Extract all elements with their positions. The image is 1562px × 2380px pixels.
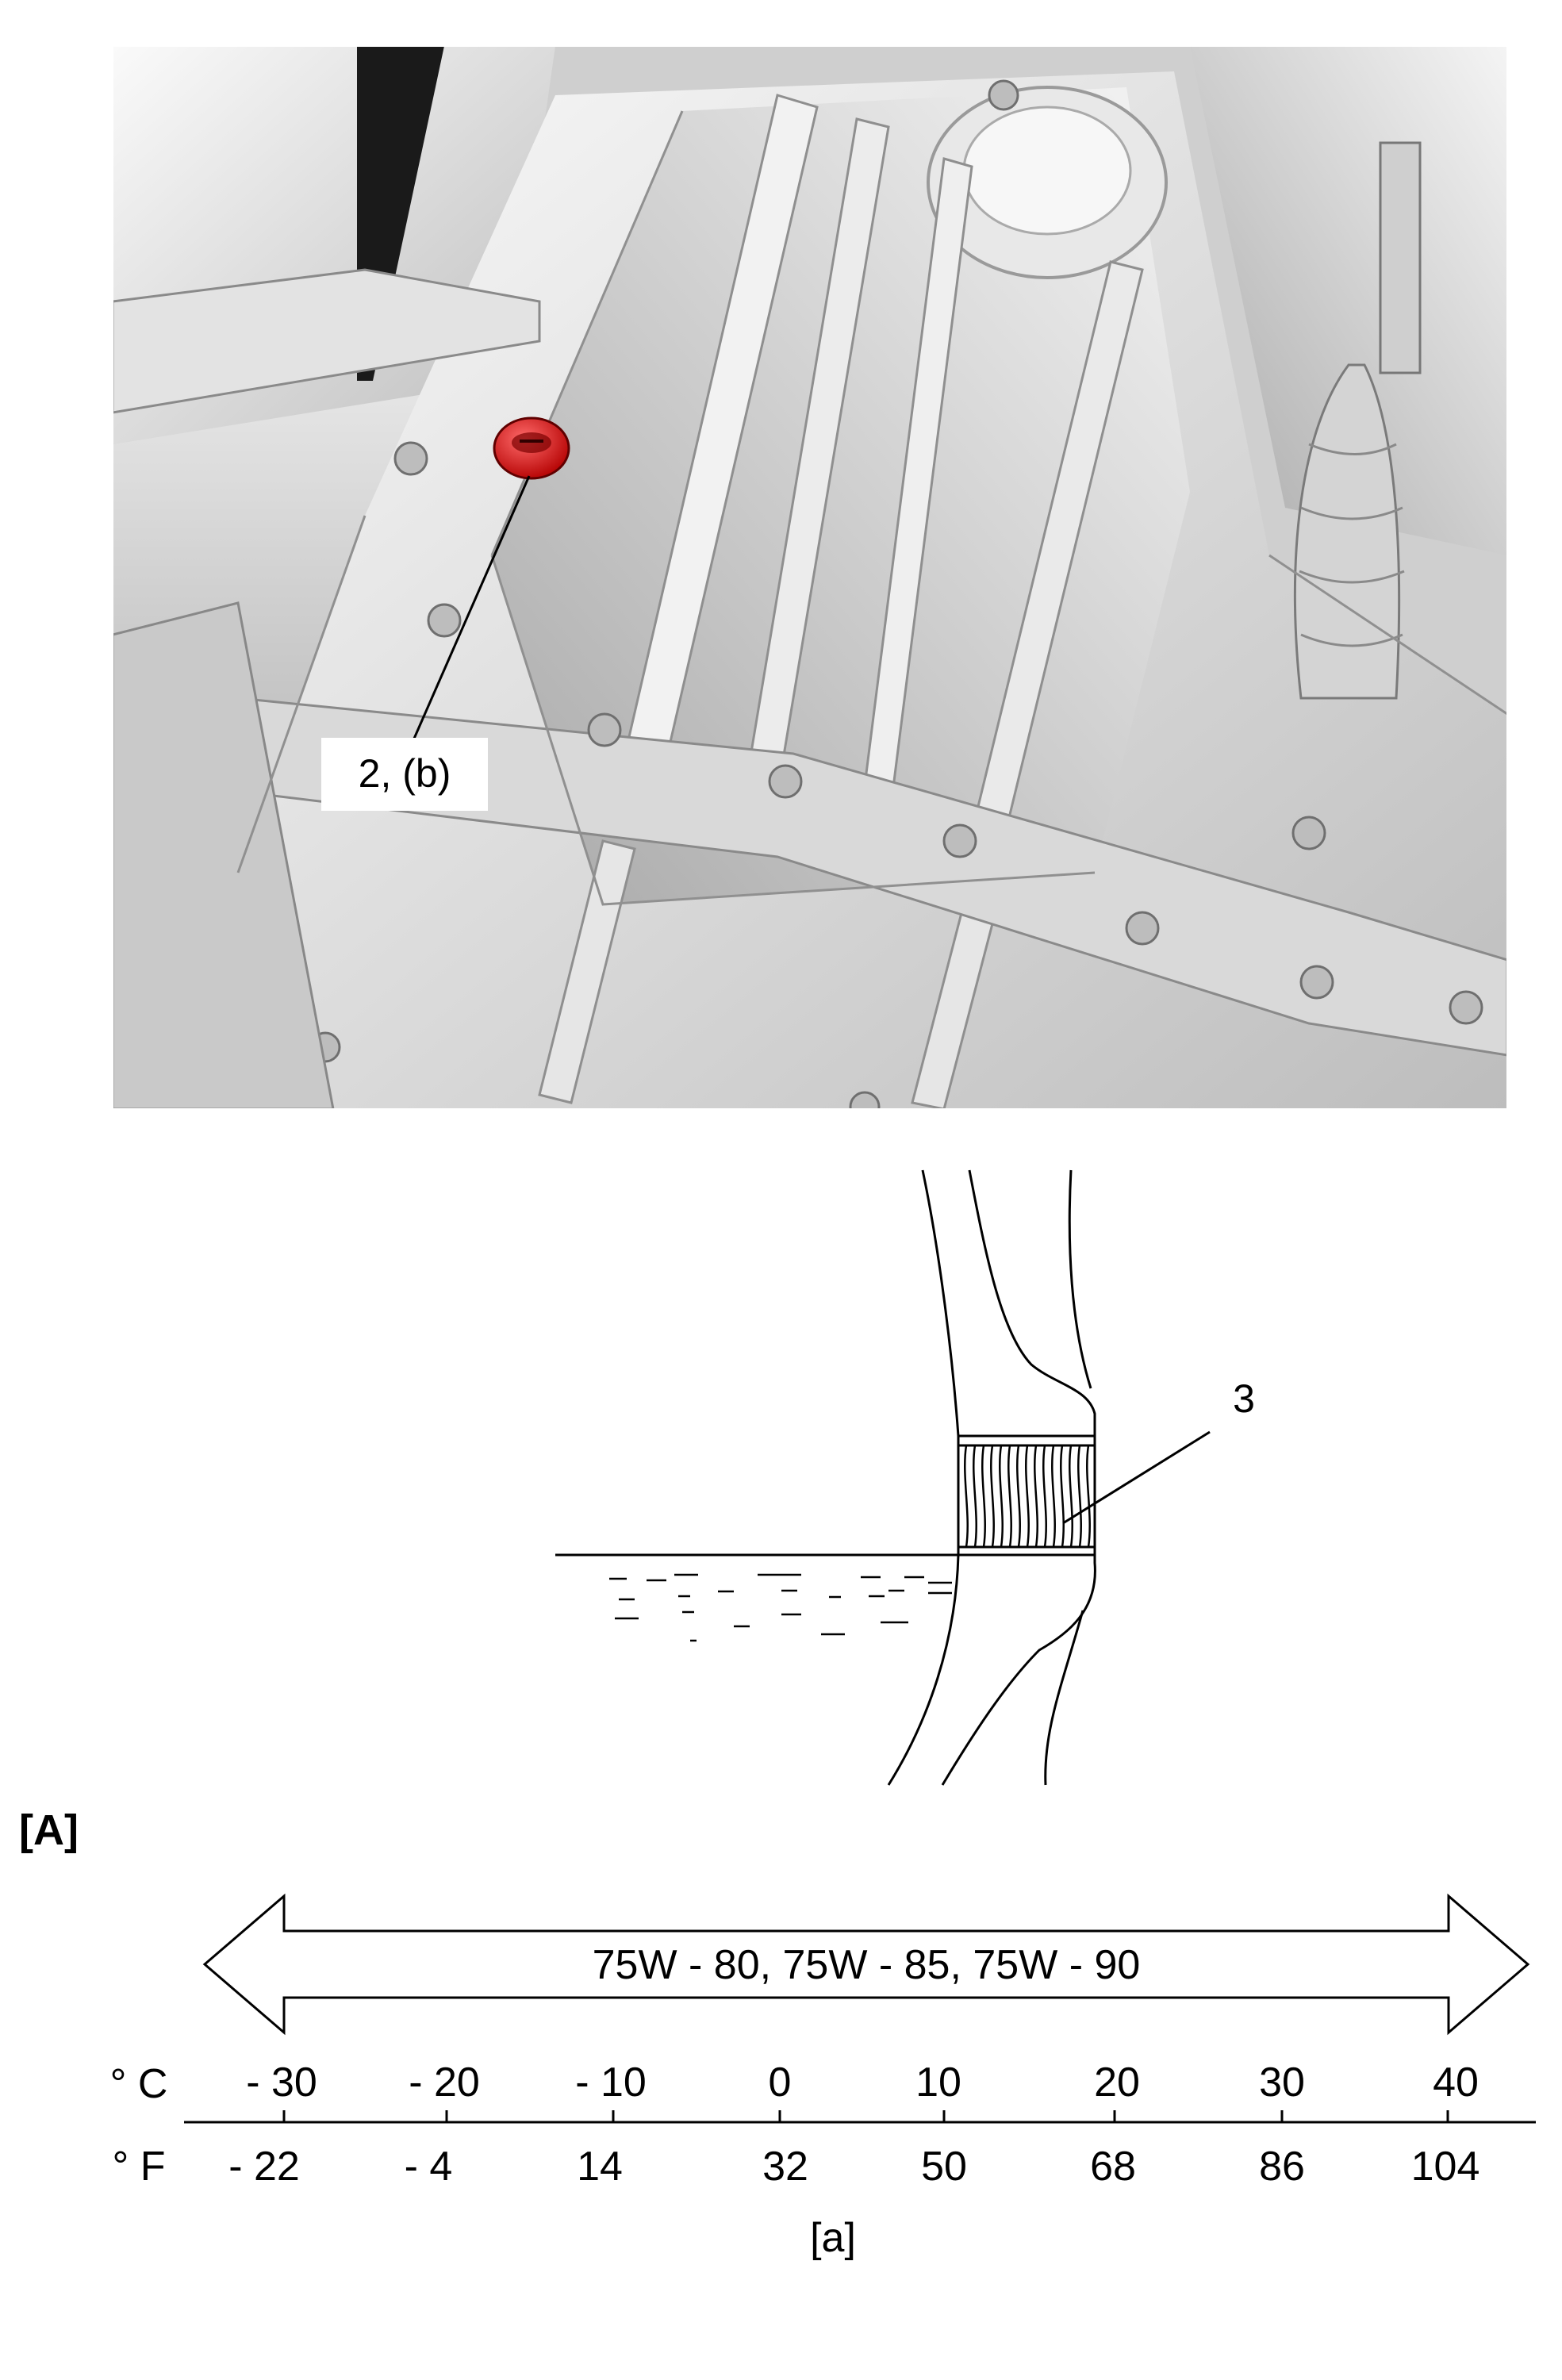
thread-line bbox=[1069, 1445, 1073, 1548]
thread-line bbox=[999, 1445, 1004, 1548]
callout-plug-label: 2, (b) bbox=[359, 751, 451, 796]
thread-line bbox=[981, 1445, 986, 1548]
callout-box bbox=[321, 738, 488, 811]
celsius-unit-label: ° C bbox=[110, 2061, 168, 2107]
fahrenheit-tick: - 4 bbox=[405, 2144, 453, 2190]
fluid-hatching bbox=[609, 1573, 952, 1642]
thread-line bbox=[1086, 1445, 1091, 1548]
fahrenheit-tick: 104 bbox=[1411, 2144, 1480, 2190]
fahrenheit-tick-labels: - 22 - 4 14 32 50 68 86 104 bbox=[228, 2144, 1479, 2190]
thread-line bbox=[1042, 1445, 1047, 1548]
celsius-tick: 20 bbox=[1094, 2059, 1140, 2106]
thread-line bbox=[990, 1445, 995, 1548]
thread-line bbox=[1077, 1445, 1082, 1548]
callout-3-label: 3 bbox=[1233, 1376, 1255, 1421]
fahrenheit-tick: 32 bbox=[762, 2144, 808, 2190]
viscosity-temperature-chart: [A] 75W - 80, 75W - 85, 75W - 90 ° C ° F… bbox=[19, 1806, 1536, 2261]
fahrenheit-tick: 50 bbox=[921, 2144, 967, 2190]
threaded-hole bbox=[957, 1434, 1096, 1557]
viscosity-grades-label: 75W - 80, 75W - 85, 75W - 90 bbox=[593, 1942, 1141, 1988]
thread-line bbox=[1060, 1445, 1065, 1548]
section-label-a: [A] bbox=[19, 1806, 79, 1854]
celsius-tick: 10 bbox=[915, 2059, 961, 2106]
fahrenheit-tick: 68 bbox=[1090, 2144, 1136, 2190]
thread-line bbox=[1016, 1445, 1021, 1548]
fahrenheit-tick: 86 bbox=[1259, 2144, 1305, 2190]
fahrenheit-tick: 14 bbox=[577, 2144, 623, 2190]
fahrenheit-unit-label: ° F bbox=[112, 2144, 165, 2190]
viscosity-range-arrow bbox=[202, 1893, 1530, 2036]
axis-label-a: [a] bbox=[810, 2215, 856, 2261]
thread-line bbox=[964, 1445, 969, 1548]
celsius-tick: - 30 bbox=[246, 2059, 317, 2106]
thread-line bbox=[973, 1445, 977, 1548]
celsius-tick: - 20 bbox=[409, 2059, 480, 2106]
celsius-tick: 40 bbox=[1433, 2059, 1479, 2106]
transaxle-illustration: 2, (b) bbox=[112, 45, 1508, 1110]
celsius-tick: - 10 bbox=[575, 2059, 647, 2106]
axis-tick-marks bbox=[282, 2110, 1449, 2122]
fahrenheit-tick: - 22 bbox=[228, 2144, 300, 2190]
thread-line bbox=[1034, 1445, 1038, 1548]
callout-leader-line bbox=[409, 475, 531, 747]
housing-render bbox=[113, 46, 1507, 1109]
callout-3-leader bbox=[1062, 1430, 1211, 1525]
thread-line bbox=[1025, 1445, 1030, 1548]
celsius-tick-labels: - 30 - 20 - 10 0 10 20 30 40 bbox=[246, 2059, 1479, 2106]
thread-line bbox=[1007, 1445, 1012, 1548]
fill-level-diagram: 3 bbox=[555, 1169, 1255, 1786]
celsius-tick: 30 bbox=[1259, 2059, 1305, 2106]
thread-line bbox=[1051, 1445, 1056, 1548]
celsius-tick: 0 bbox=[769, 2059, 792, 2106]
